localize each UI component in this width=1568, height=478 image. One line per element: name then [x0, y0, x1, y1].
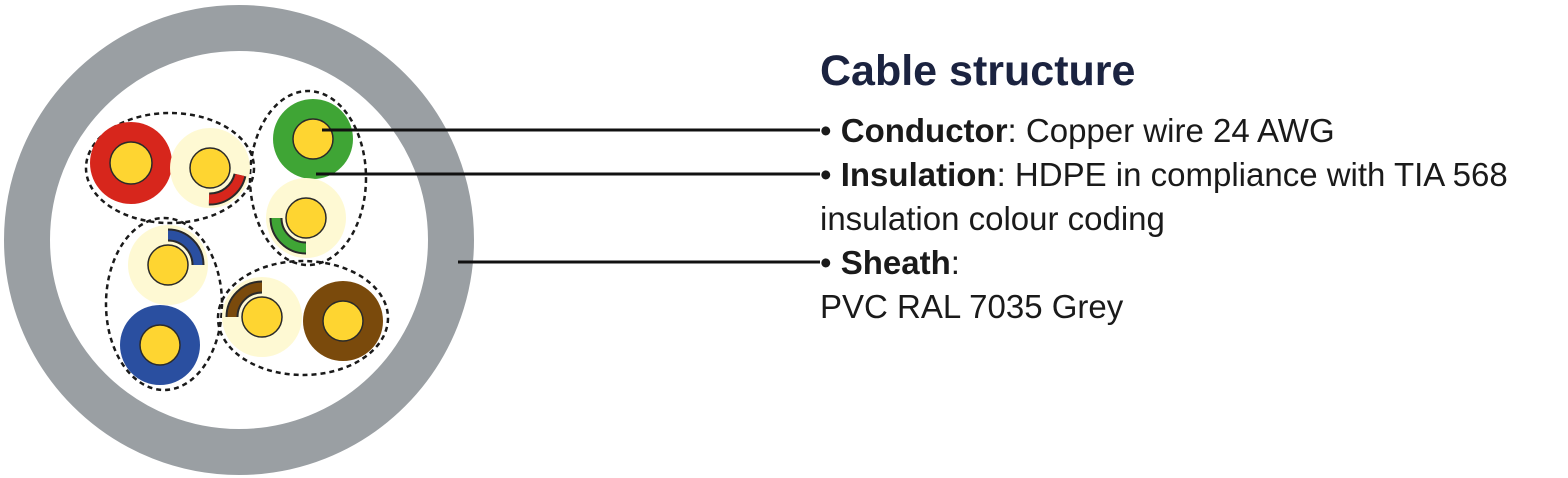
- wire-white-brown: [222, 277, 302, 357]
- spec-conductor-value: Copper wire 24 AWG: [1016, 112, 1335, 149]
- leader-line-extensions: [780, 128, 820, 264]
- pair-boundary-green: [248, 89, 368, 267]
- spec-insulation: • Insulation: HDPE in compliance with TI…: [820, 156, 1508, 194]
- spec-conductor-separator: :: [1007, 112, 1017, 149]
- spec-insulation-continuation: insulation colour coding: [820, 200, 1165, 237]
- wire-solid-green: [273, 99, 353, 179]
- pair-boundary-brown: [216, 259, 390, 377]
- wire-white-green: [266, 178, 346, 258]
- pair-boundary-orange: [84, 111, 256, 225]
- wire-solid-red: [90, 122, 172, 204]
- spec-conductor: • Conductor: Copper wire 24 AWG: [820, 112, 1335, 150]
- spec-conductor-label: Conductor: [840, 112, 1008, 149]
- spec-insulation-separator: :: [996, 156, 1006, 193]
- wire-solid-brown: [303, 281, 383, 361]
- bullet-icon: •: [820, 156, 832, 193]
- wire-solid-blue: [120, 305, 200, 385]
- spec-insulation-value: HDPE in compliance with TIA 568: [1005, 156, 1508, 193]
- wire-white-red: [170, 128, 250, 208]
- wire-white-blue: [128, 225, 208, 305]
- spec-sheath-separator: :: [950, 244, 960, 281]
- pair-boundary-blue: [104, 216, 224, 392]
- bullet-icon: •: [820, 244, 832, 281]
- page-title: Cable structure: [820, 47, 1136, 95]
- bullet-icon: •: [820, 112, 832, 149]
- spec-sheath-value: PVC RAL 7035 Grey: [820, 288, 1124, 325]
- cable-sheath: [4, 5, 474, 475]
- spec-sheath-label: Sheath: [840, 244, 951, 281]
- spec-insulation-label: Insulation: [840, 156, 997, 193]
- cable-cross-section-diagram: [4, 5, 780, 475]
- spec-sheath: • Sheath:: [820, 244, 960, 282]
